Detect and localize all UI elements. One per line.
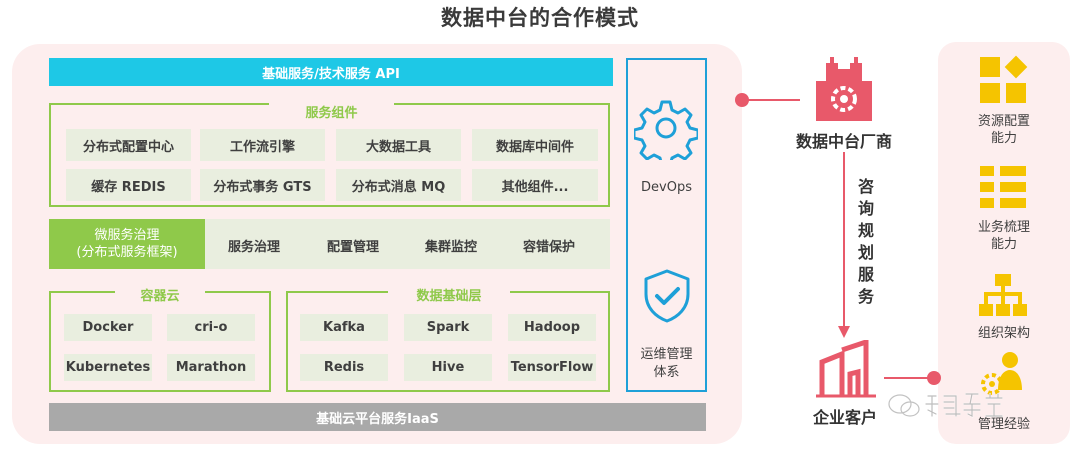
data-chip: Hadoop [508, 314, 596, 341]
vendor-connector [735, 93, 800, 107]
iaas-bar-label: 基础云平台服务IaaS [316, 411, 439, 427]
consulting-char: 询 [857, 199, 874, 218]
factory-gear-icon [816, 57, 872, 121]
service-components-border-left [49, 103, 269, 105]
shield-check-icon [644, 269, 690, 323]
gear-icon [634, 100, 698, 160]
data-chip: Spark [404, 314, 492, 341]
resource-config-icon [980, 55, 1028, 103]
container-cloud-border-left [49, 291, 115, 293]
enterprise-building-icon [816, 340, 876, 398]
data-chip: TensorFlow [508, 354, 596, 381]
governance-head-line1: 微服务治理 [94, 228, 160, 243]
api-bar: 基础服务/技术服务 API [49, 58, 613, 86]
data-chip: Redis [300, 354, 388, 381]
service-components-border-right [394, 103, 610, 105]
service-components-label: 服务组件 [305, 106, 358, 121]
vendor-label: 数据中台厂商 [795, 132, 892, 151]
service-components-group [49, 103, 610, 207]
devops-column [626, 58, 707, 392]
consulting-char: 务 [857, 287, 874, 306]
ops-line2: 体系 [653, 365, 680, 380]
component-chip: 分布式配置中心 [66, 129, 191, 161]
consulting-text: 咨 询 规 划 服 务 [856, 176, 876, 308]
component-chip: 其他组件... [472, 169, 598, 201]
capability-line1: 资源配置 [977, 114, 1030, 129]
wechat-watermark [888, 392, 1004, 418]
capability-line1: 组织架构 [977, 326, 1030, 341]
data-chip: Hive [404, 354, 492, 381]
capability-label: 资源配置 能力 [938, 113, 1070, 147]
consulting-char: 规 [857, 221, 874, 240]
business-list-icon [980, 166, 1026, 208]
data-foundation-label: 数据基础层 [416, 289, 482, 304]
container-cloud-border-right [205, 291, 271, 293]
capability-label: 管理经验 [938, 416, 1070, 433]
component-chip: 分布式消息 MQ [336, 169, 461, 201]
container-chip: Docker [64, 314, 152, 341]
component-chip: 大数据工具 [336, 129, 461, 161]
consulting-char: 服 [857, 265, 874, 284]
container-chip: Kubernetes [64, 354, 152, 381]
org-chart-icon [979, 274, 1027, 316]
component-chip: 工作流引擎 [200, 129, 325, 161]
governance-head-line2: (分布式服务框架) [76, 245, 178, 260]
container-chip: Marathon [167, 354, 255, 381]
governance-item: 容错保护 [523, 240, 576, 255]
governance-head: 微服务治理 (分布式服务框架) [49, 219, 205, 269]
capability-label: 业务梳理 能力 [938, 219, 1070, 253]
data-chip: Kafka [300, 314, 388, 341]
capability-line2: 能力 [990, 237, 1017, 252]
devops-label: DevOps [641, 180, 692, 195]
data-foundation-border-right [510, 291, 610, 293]
consulting-char: 划 [857, 243, 874, 262]
governance-item: 集群监控 [425, 240, 478, 255]
client-connector [884, 371, 941, 385]
container-cloud-group [49, 291, 271, 392]
ops-management-label: 运维管理 体系 [626, 346, 707, 382]
capability-line1: 业务梳理 [977, 220, 1030, 235]
container-cloud-label: 容器云 [140, 289, 180, 304]
iaas-bar: 基础云平台服务IaaS [49, 403, 706, 431]
data-foundation-border-left [286, 291, 388, 293]
data-foundation-group [286, 291, 610, 392]
container-chip: cri-o [167, 314, 255, 341]
capability-label: 组织架构 [938, 325, 1070, 342]
client-label: 企业客户 [812, 408, 877, 427]
consulting-char: 咨 [857, 177, 874, 196]
component-chip: 数据库中间件 [472, 129, 598, 161]
ops-line1: 运维管理 [640, 347, 693, 362]
page-title: 数据中台的合作模式 [441, 6, 639, 30]
governance-item: 服务治理 [228, 240, 281, 255]
component-chip: 分布式事务 GTS [200, 169, 325, 201]
governance-item: 配置管理 [327, 240, 380, 255]
capability-line2: 能力 [990, 131, 1017, 146]
api-bar-label: 基础服务/技术服务 API [262, 66, 400, 82]
component-chip: 缓存 REDIS [66, 169, 191, 201]
consulting-arrow [838, 152, 850, 338]
capability-line1: 管理经验 [977, 417, 1030, 432]
management-person-icon [981, 352, 1022, 395]
